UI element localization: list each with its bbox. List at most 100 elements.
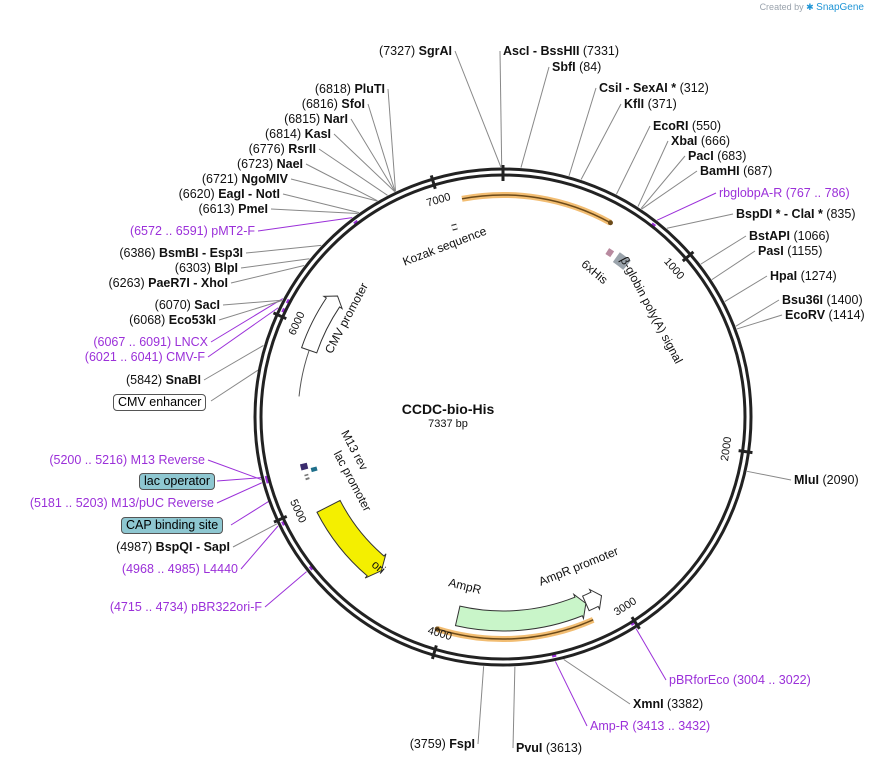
site-position: (6021 .. 6041) bbox=[85, 350, 166, 364]
connector-43 bbox=[387, 88, 397, 192]
site-label: Bsu36I (1400) bbox=[782, 293, 863, 307]
site-label: rbglobpA-R (767 .. 786) bbox=[719, 186, 850, 200]
connector-11 bbox=[711, 250, 756, 281]
orf-top-line bbox=[461, 194, 611, 224]
kozak-marker-inner bbox=[451, 224, 458, 230]
site-label: EcoRI (550) bbox=[653, 119, 721, 133]
connector-26 bbox=[203, 344, 264, 381]
connector-14 bbox=[736, 314, 783, 330]
lac-operator-box: lac operator bbox=[139, 473, 216, 490]
site-label: (5200 .. 5216) M13 Reverse bbox=[49, 453, 205, 467]
site-name: KflI bbox=[624, 97, 648, 111]
site-position: (1274) bbox=[801, 269, 837, 283]
site-label: (7327) SgrAI bbox=[379, 44, 452, 58]
site-name: pBRforEco bbox=[669, 673, 733, 687]
site-name: PvuI bbox=[516, 741, 546, 755]
connector-3 bbox=[580, 103, 622, 180]
connector-23 bbox=[232, 523, 278, 548]
site-position: (1414) bbox=[829, 308, 865, 322]
site-position: (3759) bbox=[410, 737, 450, 751]
site-label: MluI (2090) bbox=[794, 473, 859, 487]
site-label: (6620) EagI - NotI bbox=[179, 187, 280, 201]
orf-top-arrowhead bbox=[607, 220, 613, 226]
ring-tick-label-7000: 7000 bbox=[425, 191, 452, 209]
snapgene-logo-icon: ✱ bbox=[806, 2, 814, 12]
lac-operator-marker bbox=[310, 466, 318, 473]
connector-5 bbox=[637, 140, 669, 207]
site-position: (7331) bbox=[583, 44, 619, 58]
site-name: AscI - BssHII bbox=[503, 44, 583, 58]
site-label: PasI (1155) bbox=[758, 244, 822, 258]
ring-tick-1000 bbox=[681, 250, 695, 263]
site-position: (2090) bbox=[822, 473, 858, 487]
box-connector-0 bbox=[210, 368, 260, 402]
site-position: (3413 .. 3432) bbox=[632, 719, 710, 733]
site-name: pMT2-F bbox=[211, 224, 255, 238]
site-label: HpaI (1274) bbox=[770, 269, 837, 283]
site-position: (6776) bbox=[249, 142, 289, 156]
site-name: rbglobpA-R bbox=[719, 186, 786, 200]
site-position: (6070) bbox=[155, 298, 195, 312]
site-name: PaeR7I - XhoI bbox=[148, 276, 228, 290]
connector-19 bbox=[512, 666, 516, 749]
site-position: (1400) bbox=[826, 293, 862, 307]
site-label: (6067 .. 6091) LNCX bbox=[93, 335, 208, 349]
site-name: L4440 bbox=[203, 562, 238, 576]
site-name: SfoI bbox=[341, 97, 365, 111]
connector-42 bbox=[367, 103, 396, 192]
site-position: (6620) bbox=[179, 187, 219, 201]
connector-4 bbox=[615, 125, 651, 195]
site-name: Bsu36I bbox=[782, 293, 826, 307]
site-position: (5181 .. 5203) bbox=[30, 496, 111, 510]
primer-mark-22 bbox=[281, 520, 286, 526]
connector-1 bbox=[520, 66, 550, 168]
primer-mark-27 bbox=[281, 307, 286, 313]
site-name: EcoRV bbox=[785, 308, 829, 322]
site-label: PvuI (3613) bbox=[516, 741, 582, 755]
site-label: (6814) KasI bbox=[265, 127, 331, 141]
ori-arrow bbox=[316, 499, 387, 579]
primer-mark-18 bbox=[551, 653, 557, 658]
site-name: PasI bbox=[758, 244, 787, 258]
ampr-arrow bbox=[454, 592, 587, 632]
site-position: (4968 .. 4985) bbox=[122, 562, 203, 576]
site-position: (550) bbox=[692, 119, 721, 133]
site-label: (4715 .. 4734) pBR322ori-F bbox=[110, 600, 263, 614]
site-position: (4987) bbox=[116, 540, 156, 554]
connector-40 bbox=[333, 133, 396, 193]
connector-9 bbox=[666, 213, 734, 229]
site-position: (371) bbox=[648, 97, 677, 111]
primer-mark-21 bbox=[308, 565, 314, 571]
connector-32 bbox=[240, 258, 310, 269]
cmv-promoter-arrow bbox=[300, 295, 344, 354]
site-label: BstAPI (1066) bbox=[749, 229, 830, 243]
site-label: (5181 .. 5203) M13/pUC Reverse bbox=[30, 496, 214, 510]
site-position: (6721) bbox=[202, 172, 242, 186]
site-label: (6303) BlpI bbox=[175, 261, 238, 275]
site-position: (6723) bbox=[237, 157, 277, 171]
ampr-promoter-arrow bbox=[581, 588, 603, 612]
label-connectors bbox=[203, 50, 792, 749]
ring-tick-4000 bbox=[430, 645, 438, 660]
site-position: (6572 .. 6591) bbox=[130, 224, 211, 238]
site-name: CsiI - SexAI * bbox=[599, 81, 680, 95]
connector-15 bbox=[746, 470, 792, 481]
credit-brand: SnapGene bbox=[816, 2, 864, 13]
site-name: XmnI bbox=[633, 697, 667, 711]
site-position: (6067 .. 6091) bbox=[93, 335, 174, 349]
site-label: SbfI (84) bbox=[552, 60, 601, 74]
box-connector-2 bbox=[230, 500, 270, 526]
site-label: (4968 .. 4985) L4440 bbox=[122, 562, 238, 576]
lac-promoter-marker bbox=[304, 473, 310, 481]
ring-tick-label-2000: 2000 bbox=[719, 436, 734, 462]
connector-0 bbox=[499, 50, 503, 168]
connector-18 bbox=[554, 661, 588, 727]
site-position: (3004 .. 3022) bbox=[733, 673, 811, 687]
site-position: (6814) bbox=[265, 127, 305, 141]
connector-27 bbox=[207, 307, 279, 358]
site-label: XbaI (666) bbox=[671, 134, 730, 148]
connector-39 bbox=[318, 148, 388, 196]
site-label: AscI - BssHII (7331) bbox=[503, 44, 619, 58]
connector-6 bbox=[640, 155, 686, 209]
